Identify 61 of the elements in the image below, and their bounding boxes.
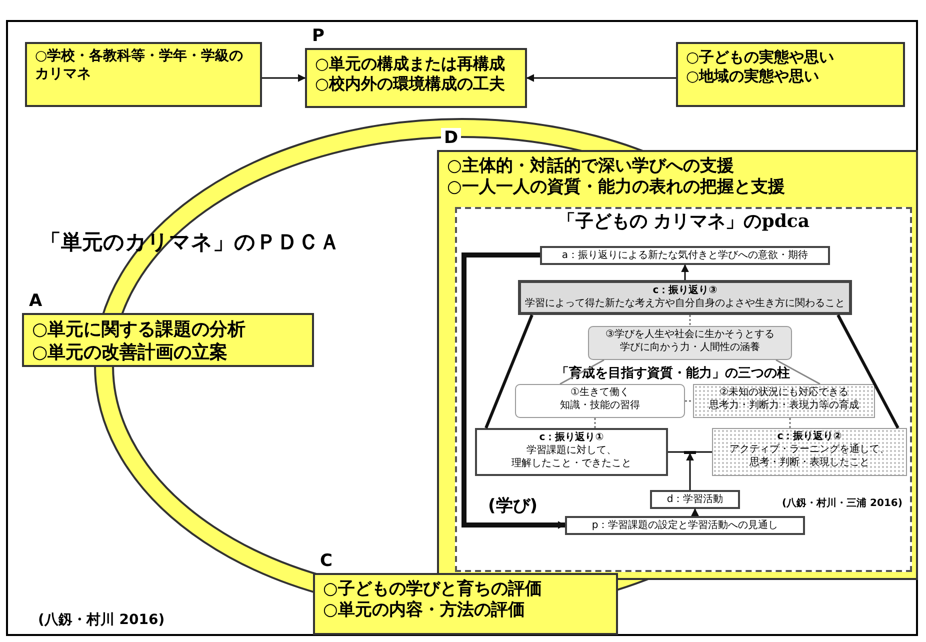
dashed-panel	[455, 207, 912, 572]
arrow	[262, 74, 306, 82]
box-text: ①生きて働く	[570, 386, 630, 399]
junction-bar	[684, 451, 696, 454]
arrow	[691, 508, 699, 516]
bullet-text: ○単元に関する課題の分析	[32, 319, 247, 342]
box-heading: c：振り返り③	[652, 284, 718, 297]
box-text: 学習課題に対して、	[526, 444, 618, 457]
bullet-text: ○一人一人の資質・能力の表れの把握と支援	[447, 177, 786, 198]
box-text: ②未知の状況にも対応できる	[718, 386, 850, 399]
box-text: 知識・技能の習得	[559, 399, 641, 412]
dotted-connector	[594, 418, 596, 428]
box-heading: c：振り返り②	[776, 430, 843, 443]
arrow	[686, 452, 694, 490]
text-box	[650, 490, 740, 509]
box-text: 学習によって得た新たな考え方や自分自身のよさや生き方に関わること	[524, 297, 846, 310]
note-text: (八釼・村川・三浦 2016)	[782, 496, 902, 510]
text-box	[693, 384, 875, 418]
box-text: 思考力・判断力・表現力等の育成	[708, 399, 860, 412]
connector-line	[668, 451, 684, 453]
box-text: 理解したこと・できたこと	[510, 457, 632, 470]
box-text: p：学習課題の設定と学習活動への見通し	[590, 519, 780, 532]
box-text: アクティブ・ラーニングを通して、	[728, 443, 890, 456]
panel-title: 「子どもの カリマネ」のpdca	[556, 210, 811, 234]
box-text: a：振り返りによる新たな気付きと学びへの意欲・期待	[560, 249, 810, 262]
text-box	[518, 280, 852, 315]
text-box	[565, 516, 805, 535]
arrow	[462, 252, 566, 529]
arrow	[526, 74, 676, 82]
bullet-text: ○単元の内容・方法の評価	[323, 600, 526, 622]
box-text: 学びに向かう力・人間性の涵養	[619, 341, 761, 354]
box-text: d：学習活動	[666, 493, 724, 506]
bullet-text: ○単元の改善計画の立案	[32, 342, 229, 364]
bullet-text: ○子どもの実態や思い	[686, 48, 836, 67]
dotted-connector	[689, 315, 691, 326]
bullet-text: ○地域の実態や思い	[686, 66, 820, 86]
bullet-text: ○校内外の環境構成の工夫	[315, 74, 506, 94]
text-box	[676, 42, 905, 107]
note-text: (学び)	[488, 495, 538, 517]
diagram-heading: 「単元のカリマネ」のＰＤＣＡ	[40, 228, 340, 256]
note-text: (八釼・村川 2016)	[38, 611, 165, 629]
box-text: ③学びを人生や社会に生かそうとする	[604, 328, 776, 341]
box-heading: c：振り返り①	[538, 431, 605, 444]
arrow	[681, 264, 689, 280]
text-box	[540, 246, 830, 265]
text-box	[712, 428, 907, 476]
text-box	[475, 428, 668, 476]
bullet-text: ○単元の構成または再構成	[315, 54, 506, 74]
dotted-connector	[789, 418, 791, 428]
text-box	[515, 384, 685, 418]
bullet-text: ○主体的・対話的で深い学びへの支援	[447, 156, 735, 177]
connector-line	[560, 359, 604, 385]
text-box	[588, 326, 792, 360]
bullet-text: ○学校・各教科等・学年・学級のカリマネ	[35, 48, 244, 83]
connector-line	[696, 451, 712, 453]
connector-line	[776, 359, 820, 385]
dotted-connector	[685, 400, 693, 402]
connector-line	[484, 314, 534, 429]
text-box	[25, 42, 262, 107]
bullet-text: ○子どもの学びと育ちの評価	[323, 579, 543, 600]
box-text: 思考・判断・表現したこと	[748, 456, 870, 469]
